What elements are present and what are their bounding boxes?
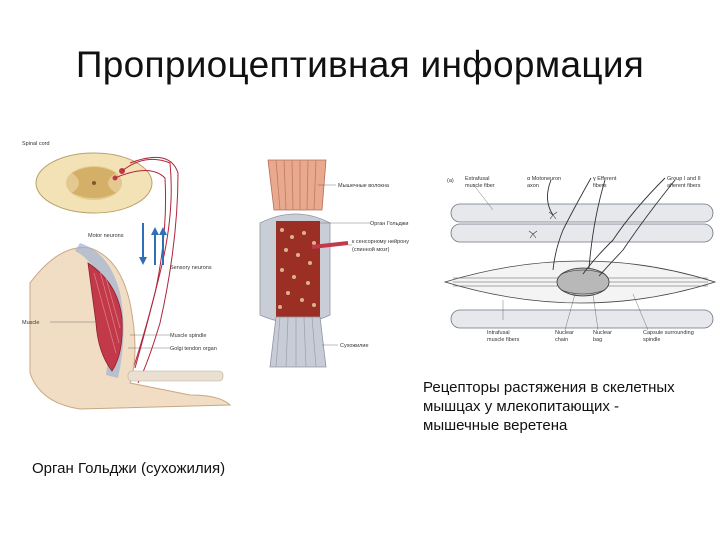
label-nuclear-bag-1: Nuclear (593, 330, 612, 336)
label-golgi-tendon-organ: Golgi tendon organ (170, 346, 217, 352)
label-sensory-neurons: Sensory neurons (170, 265, 212, 271)
tendon-bundle (270, 317, 326, 367)
caption-muscle-spindles: Рецепторы растяжения в скелетных мышцах … (423, 378, 698, 435)
label-group-afferent-2: afferent fibers (667, 183, 701, 189)
golgi-capsule (260, 214, 348, 323)
label-capsule-2: spindle (643, 337, 660, 343)
signal-arrows (139, 223, 167, 265)
label-motor-axon-1: α Motoneuron (527, 176, 561, 182)
label-spinal-cord-ru: (спинной мозг) (352, 246, 390, 253)
muscle-fiber-bundle (268, 160, 326, 210)
golgi-organ-diagram: Мышечные волокна Орган Гольджи к сенсорн… (252, 155, 430, 370)
label-motor-neurons: Motor neurons (88, 233, 124, 239)
label-extrafusal-1: Extrafusal (465, 176, 489, 182)
label-panel-letter: (a) (447, 178, 454, 184)
label-group-afferent-1: Group I and II (667, 176, 701, 182)
label-gamma-efferent-2: fibers (593, 183, 607, 189)
label-gamma-efferent-1: γ Efferent (593, 176, 617, 182)
caption-golgi-organ: Орган Гольджи (сухожилия) (32, 459, 292, 478)
label-tendon: Сухожилие (340, 343, 369, 349)
arm-reflex-diagram: Spinal cord Motor neurons Sensory neuron… (20, 133, 242, 415)
label-spinal-cord: Spinal cord (22, 141, 50, 147)
label-nuclear-chain-1: Nuclear (555, 330, 574, 336)
label-nuclear-chain-2: chain (555, 337, 568, 343)
label-muscle-fibers: Мышечные волокна (338, 183, 390, 189)
label-capsule-1: Capsule surrounding (643, 330, 694, 336)
label-intrafusal-2: muscle fibers (487, 337, 520, 343)
spinal-cord-illustration (36, 153, 152, 213)
label-to-sensory-neuron: к сенсорному нейрону (352, 238, 409, 245)
label-motor-axon-2: axon (527, 183, 539, 189)
label-extrafusal-2: muscle fiber (465, 183, 495, 189)
label-intrafusal-1: Intrafusal (487, 330, 510, 336)
label-golgi-organ: Орган Гольджи (370, 221, 408, 227)
slide-title: Проприоцептивная информация (0, 44, 720, 86)
muscle-spindle-diagram: (a) Extrafusal muscle fiber α Motoneuron… (443, 170, 718, 346)
spindle-capsule (445, 261, 715, 303)
label-nuclear-bag-2: bag (593, 337, 602, 343)
label-muscle-spindle: Muscle spindle (170, 333, 206, 339)
label-muscle: Muscle (22, 320, 39, 326)
